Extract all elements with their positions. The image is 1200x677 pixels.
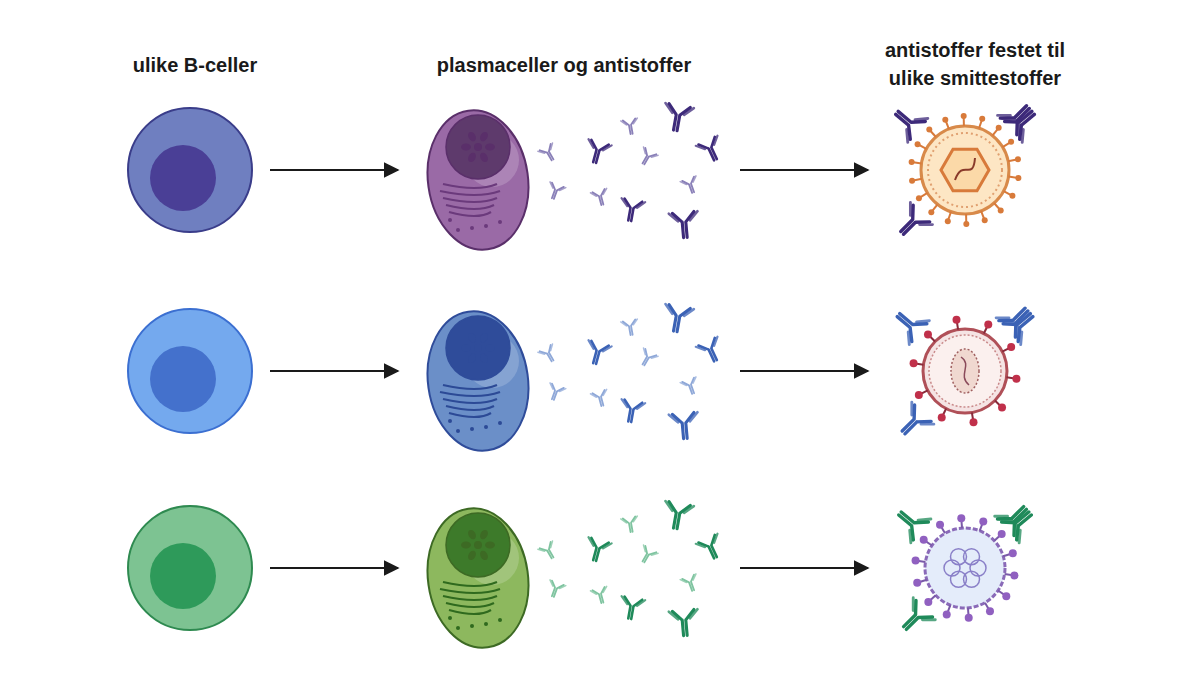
- pathogen: [909, 113, 1022, 227]
- antibody: [669, 211, 700, 239]
- column-heading: antistoffer festet til ulike smittestoff…: [860, 36, 1090, 92]
- antibody: [545, 580, 566, 600]
- antibody: [661, 103, 694, 133]
- antibody: [545, 182, 566, 202]
- antibody: [618, 399, 645, 424]
- plasma-cell: [419, 502, 538, 655]
- plasma-cell: [419, 104, 538, 257]
- antibody: [636, 545, 658, 566]
- antibody: [538, 143, 560, 164]
- antibody: [618, 198, 645, 223]
- nucleus: [150, 543, 216, 609]
- antibody: [696, 337, 727, 366]
- antibody: [1001, 303, 1042, 344]
- antibody: [999, 501, 1040, 542]
- antibody: [661, 501, 694, 531]
- antibody: [636, 147, 658, 168]
- plasma-cell: [419, 305, 538, 458]
- b-cell: [128, 309, 252, 433]
- antibody: [891, 203, 932, 244]
- nucleus: [150, 145, 216, 211]
- antibody: [696, 136, 727, 165]
- antibody: [545, 383, 566, 403]
- antibody: [618, 596, 645, 621]
- antibody: [538, 541, 560, 562]
- pathogen: [912, 514, 1019, 622]
- antibody: [621, 319, 640, 336]
- nucleus: [150, 346, 216, 412]
- b-cell: [128, 506, 252, 630]
- antibody: [583, 537, 612, 563]
- antibody: [669, 412, 700, 440]
- antibody: [583, 340, 612, 366]
- antibody: [893, 402, 934, 443]
- row: [128, 497, 1040, 654]
- antibody: [621, 118, 640, 135]
- antibody: [680, 377, 701, 397]
- antibody: [890, 501, 931, 542]
- arrow: [740, 567, 868, 569]
- column-heading: plasmaceller og antistoffer: [404, 51, 724, 79]
- antibody: [1002, 101, 1043, 142]
- antibody: [680, 574, 701, 594]
- antibody: [583, 139, 612, 165]
- antibody: [680, 176, 701, 196]
- antibody: [696, 534, 727, 563]
- antibody: [636, 348, 658, 369]
- antibody: [887, 101, 928, 142]
- antibody: [590, 389, 610, 408]
- arrow: [740, 370, 868, 372]
- antibody: [538, 344, 560, 365]
- row: [128, 299, 1042, 458]
- antibody: [661, 304, 694, 334]
- b-cell: [128, 108, 252, 232]
- antibody: [590, 188, 610, 207]
- row: [128, 96, 1043, 256]
- antibody: [621, 516, 640, 533]
- pathogen: [910, 316, 1021, 427]
- column-heading: ulike B-celler: [95, 51, 295, 79]
- arrow: [270, 169, 398, 171]
- arrow: [740, 169, 868, 171]
- arrow: [270, 567, 398, 569]
- arrow: [270, 370, 398, 372]
- antibody: [669, 609, 700, 637]
- antibody: [894, 598, 935, 639]
- antibody: [888, 303, 929, 344]
- antibody: [590, 586, 610, 605]
